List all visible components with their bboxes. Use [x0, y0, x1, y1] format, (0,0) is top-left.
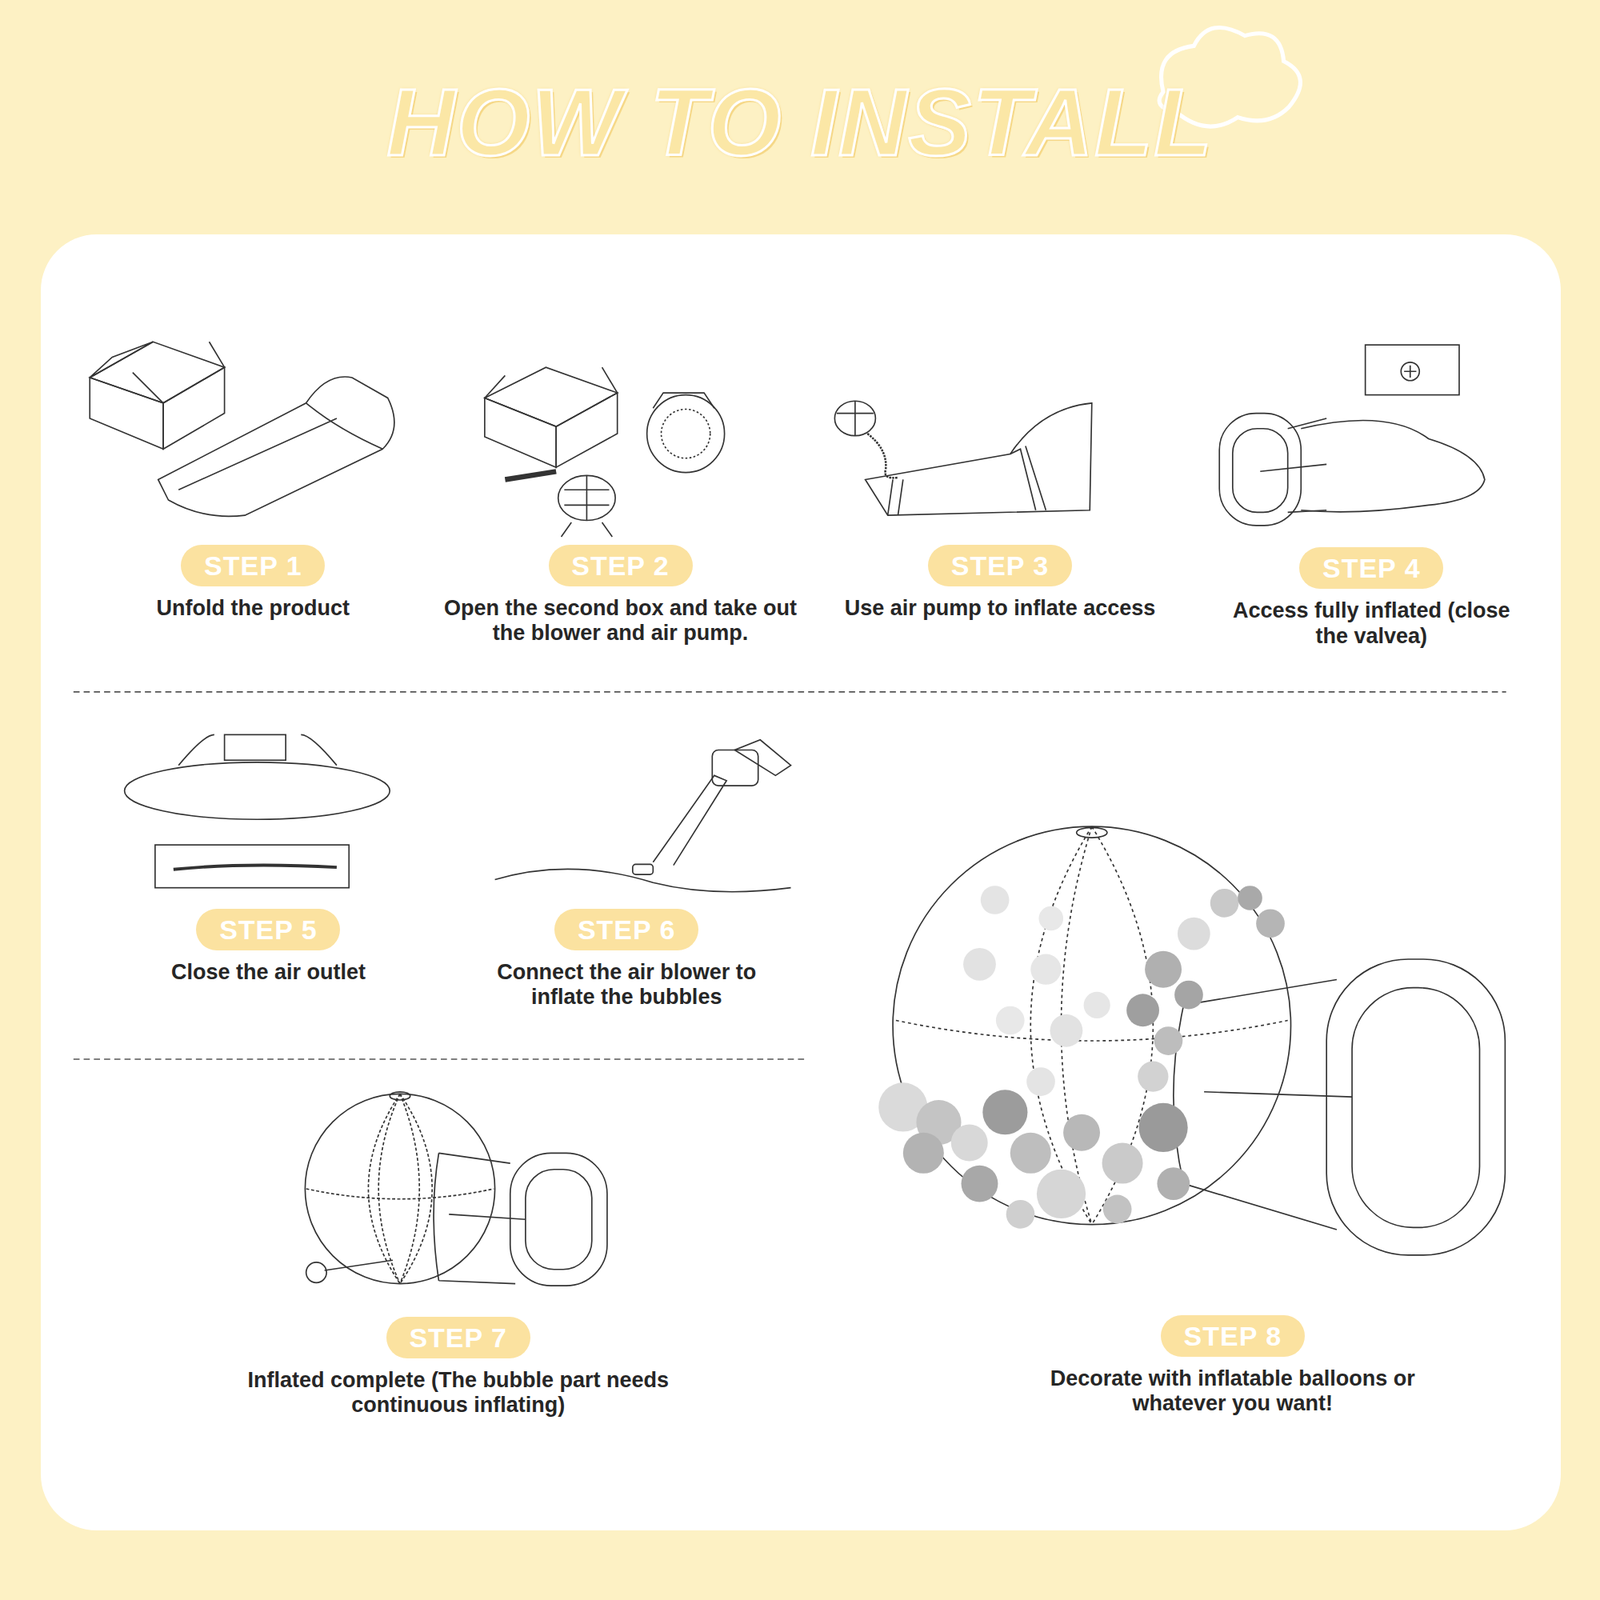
step-badge: STEP 3 [928, 544, 1072, 587]
step-badge: STEP 6 [554, 908, 699, 951]
step-caption: Connect the air blower to inflate the bu… [474, 960, 779, 1010]
step-badge: STEP 7 [386, 1316, 531, 1359]
step-node: STEP 5 Close the air outlet [100, 908, 436, 985]
step-badge: STEP 5 [196, 908, 340, 951]
step-badge: STEP 8 [1160, 1315, 1305, 1357]
step3-illustration [834, 400, 1092, 516]
separator [73, 1058, 808, 1060]
step8-illustration [878, 826, 1505, 1256]
step4-illustration [1219, 344, 1485, 526]
step-node: STEP 8 Decorate with inflatable balloons … [1008, 1315, 1457, 1416]
step-caption: Decorate with inflatable balloons or wha… [1008, 1366, 1457, 1416]
step-caption: Open the second box and take out the blo… [432, 596, 809, 646]
step-caption: Unfold the product [84, 596, 421, 621]
step-node: STEP 6 Connect the air blower to inflate … [474, 908, 779, 1010]
step-caption: Inflated complete (The bubble part needs… [194, 1368, 723, 1418]
step2-illustration [484, 367, 725, 537]
separator [73, 691, 1507, 693]
step-node: STEP 2 Open the second box and take out t… [432, 544, 809, 646]
step-caption: Close the air outlet [100, 960, 436, 985]
step-node: STEP 7 Inflated complete (The bubble part… [194, 1316, 723, 1418]
content-panel [40, 234, 1561, 1531]
step-node: STEP 4 Access fully inflated (close the v… [1219, 547, 1524, 648]
page-title: HOW TO INSTALL [0, 68, 1600, 177]
step6-illustration [495, 740, 792, 892]
step-badge: STEP 4 [1299, 547, 1444, 589]
step-node: STEP 3 Use air pump to inflate access [844, 544, 1156, 621]
step-caption: Use air pump to inflate access [844, 596, 1156, 621]
step1-illustration [89, 341, 395, 516]
step-badge: STEP 2 [548, 544, 693, 587]
step5-illustration [124, 734, 391, 888]
step-node: STEP 1 Unfold the product [84, 544, 421, 621]
step-badge: STEP 1 [180, 544, 325, 587]
step-caption: Access fully inflated (close the valvea) [1219, 598, 1524, 648]
step7-illustration [304, 1092, 608, 1286]
